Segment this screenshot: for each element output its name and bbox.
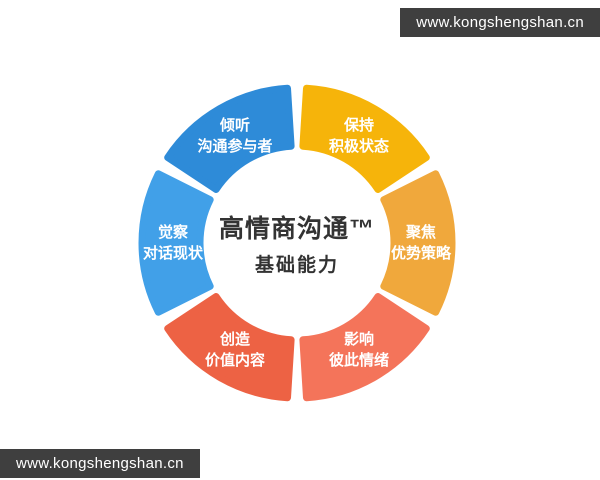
segment-influence-mutual-emotions (299, 293, 430, 402)
segment-perceive-dialogue-status (138, 170, 214, 316)
center-subtitle: 基础能力 (254, 255, 340, 276)
donut-center-text: 高情商沟通™ 基础能力 (219, 209, 375, 277)
segment-focus-advantage-strategy (380, 170, 456, 316)
segment-maintain-positive-state (299, 84, 430, 193)
watermark-bottom: www.kongshengshan.cn (0, 449, 200, 478)
center-title: 高情商沟通™ (218, 215, 376, 243)
segment-listen-to-participants (164, 84, 295, 193)
segment-create-valuable-content (164, 293, 295, 402)
watermark-top: www.kongshengshan.cn (400, 8, 600, 37)
